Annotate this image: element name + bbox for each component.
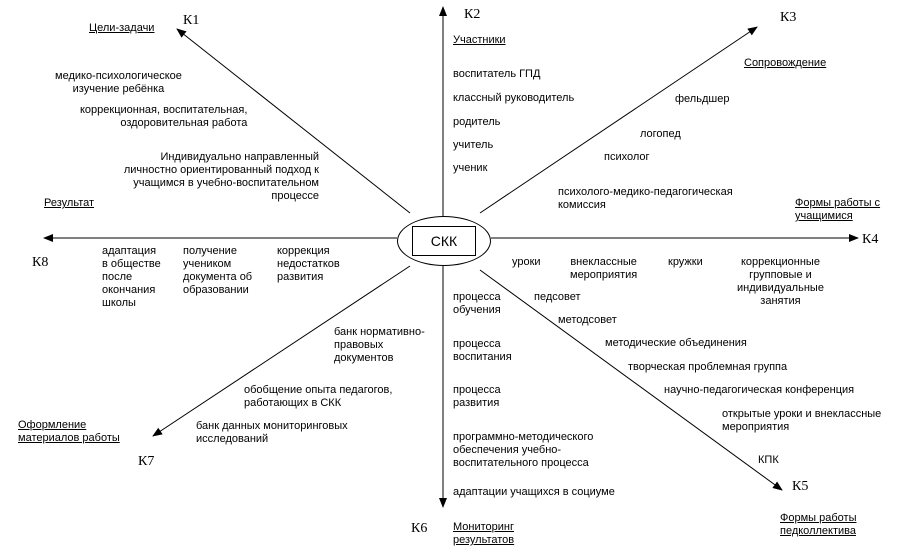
k8-item: коррекция недостатков развития [277, 245, 340, 283]
axis-code-k2: К2 [464, 7, 481, 22]
axis-code-k5: К5 [792, 479, 809, 494]
axis-title-k5: Формы работы педколлектива [780, 512, 857, 537]
k1-item: Индивидуально направленный личностно ори… [123, 151, 319, 202]
k6-item: процесса развития [453, 384, 501, 409]
k3-item: логопед [640, 128, 681, 140]
k8-item: получение учеником документа об образова… [183, 245, 253, 296]
k6-item: процесса воспитания [453, 338, 512, 363]
axis-title-k6: Мониторинг результатов [453, 521, 515, 546]
k4-item: коррекционные групповые и индивидуальные… [737, 256, 824, 307]
k2-item: учитель [453, 139, 494, 151]
k2-item: родитель [453, 116, 501, 128]
axis-code-k1: К1 [183, 13, 200, 28]
arrow-k3 [479, 26, 758, 214]
axis-title-k1: Цели-задачи [89, 22, 155, 34]
k5-item: творческая проблемная группа [628, 361, 788, 373]
k4-item: внеклассные мероприятия [570, 256, 638, 281]
k3-item: фельдшер [675, 93, 730, 105]
k5-item: КПК [758, 454, 779, 466]
axis-title-k4: Формы работы с учащимися [795, 197, 881, 222]
axis-code-k4: К4 [862, 232, 879, 247]
k7-item: банк данных мониторинговых исследований [196, 420, 348, 445]
k6-item: программно-методического обеспечения уче… [453, 431, 594, 469]
arrow-k5 [479, 269, 783, 491]
k1-item: коррекционная, воспитательная, оздоровит… [80, 104, 248, 129]
axis-code-k6: К6 [411, 521, 428, 536]
k7-item: обобщение опыта педагогов, работающих в … [244, 384, 393, 409]
arrow-k7 [152, 265, 411, 437]
k2-item: ученик [453, 162, 488, 174]
k3-item: психолого-медико-педагогическая комиссия [558, 186, 733, 211]
axis-code-k3: К3 [780, 10, 797, 25]
k2-item: воспитатель ГПД [453, 68, 541, 80]
axis-code-k7: К7 [138, 454, 155, 469]
k5-item: методсовет [558, 314, 617, 326]
axis-title-k7: Оформление материалов работы [18, 419, 120, 444]
center-label: СКК [412, 226, 476, 256]
k3-item: психолог [604, 151, 650, 163]
axis-title-k8: Результат [44, 197, 95, 209]
k2-item: классный руководитель [453, 92, 575, 104]
k4-item: кружки [668, 256, 703, 268]
axis-title-k2: Участники [453, 34, 506, 46]
k5-item: открытые уроки и внеклассные мероприятия [722, 408, 882, 433]
k5-item: научно-педагогическая конференция [664, 384, 855, 396]
k1-item: медико-психологическое изучение ребёнка [55, 70, 182, 95]
k7-item: банк нормативно- правовых документов [334, 326, 425, 364]
k8-item: адаптация в обществе после окончания шко… [102, 245, 161, 309]
k4-item: уроки [512, 256, 541, 268]
k5-item: методические объединения [605, 337, 747, 349]
arrow-k1 [176, 28, 411, 214]
k6-item: адаптации учащихся в социуме [453, 486, 615, 498]
k5-item: педсовет [534, 291, 581, 303]
k6-item: процесса обучения [453, 291, 501, 316]
axis-title-k3: Сопровождение [744, 57, 827, 69]
axis-code-k8: К8 [32, 255, 49, 270]
